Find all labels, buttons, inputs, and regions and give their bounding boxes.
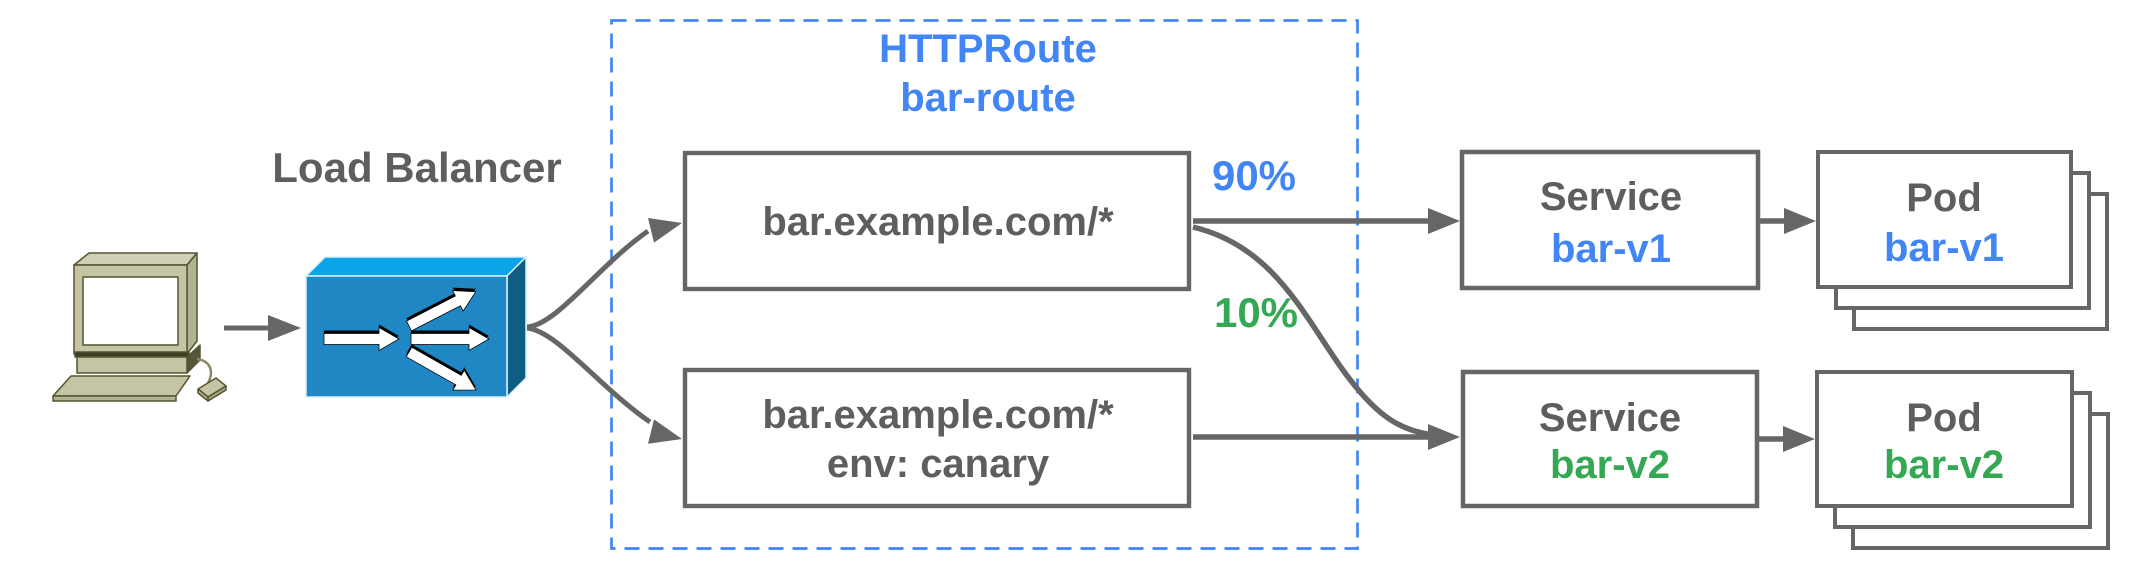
svg-text:env: canary: env: canary: [827, 442, 1050, 486]
svg-text:bar.example.com/*: bar.example.com/*: [762, 393, 1114, 437]
svg-text:Pod: Pod: [1906, 396, 1982, 440]
svg-text:bar-v1: bar-v1: [1884, 226, 2004, 270]
svg-text:bar-v2: bar-v2: [1884, 443, 2004, 487]
svg-text:HTTPRoute: HTTPRoute: [879, 27, 1097, 71]
svg-text:Load Balancer: Load Balancer: [272, 144, 561, 191]
svg-text:Pod: Pod: [1906, 176, 1982, 220]
svg-text:bar-route: bar-route: [900, 76, 1076, 120]
svg-text:90%: 90%: [1212, 152, 1296, 199]
svg-text:10%: 10%: [1214, 289, 1298, 336]
svg-text:Service: Service: [1540, 175, 1682, 219]
svg-text:Service: Service: [1539, 396, 1681, 440]
svg-text:bar-v2: bar-v2: [1550, 443, 1670, 487]
svg-text:bar-v1: bar-v1: [1551, 227, 1671, 271]
svg-text:bar.example.com/*: bar.example.com/*: [762, 200, 1114, 244]
